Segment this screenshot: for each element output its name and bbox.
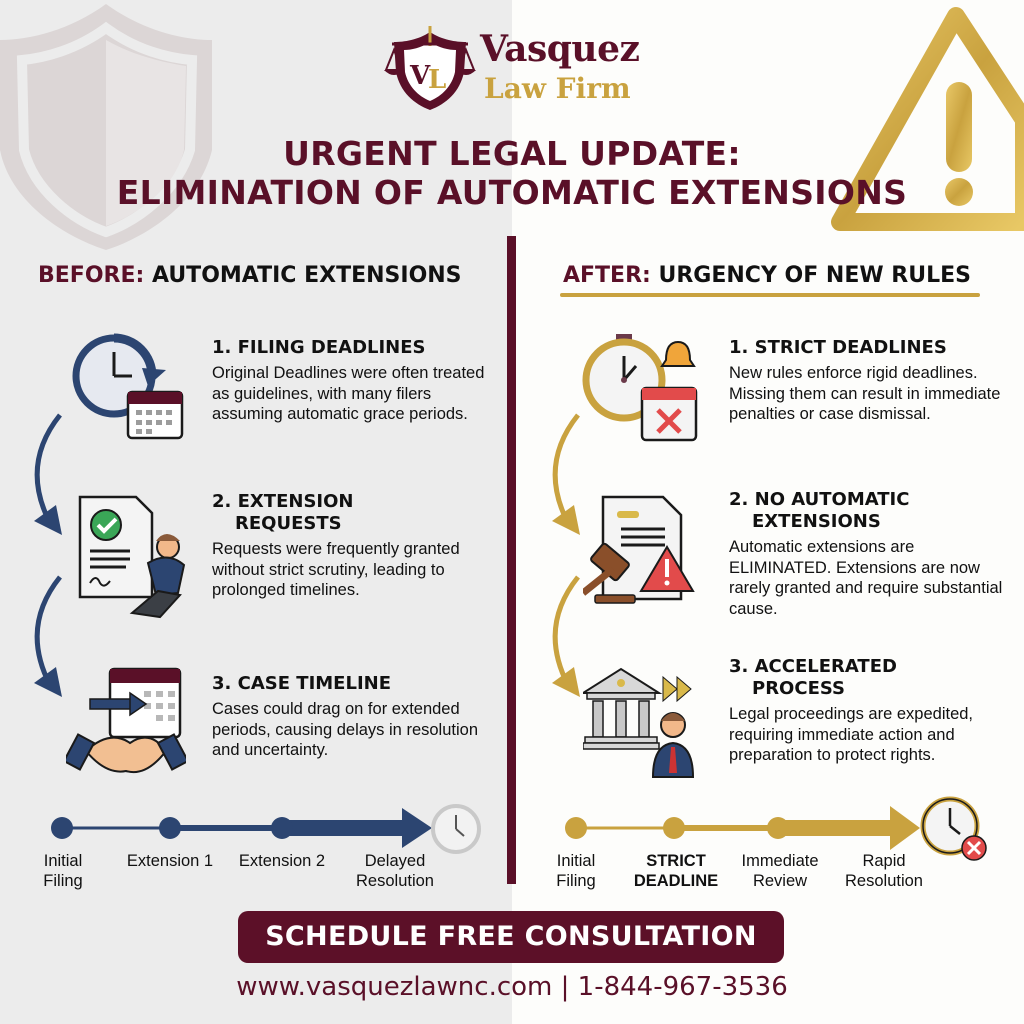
before-item-2-title-line2: REQUESTS: [235, 513, 342, 534]
before-heading: AUTOMATIC EXTENSIONS: [151, 263, 462, 288]
warning-triangle-icon: [831, 7, 1024, 231]
after-prefix: AFTER:: [563, 263, 651, 288]
after-timeline-step-2-line1: STRICT: [646, 852, 706, 870]
after-timeline-graphic: [565, 796, 987, 861]
shield-watermark-icon: [0, 4, 212, 250]
before-item-2: 2. EXTENSION REQUESTS Requests were freq…: [212, 491, 492, 601]
before-section-heading: BEFORE: AUTOMATIC EXTENSIONS: [38, 263, 462, 288]
after-heading-underline: [560, 293, 980, 297]
center-divider: [507, 236, 516, 884]
after-item-1-title: 1. STRICT DEADLINES: [729, 337, 947, 358]
brand-subname: Law Firm: [484, 72, 631, 105]
courthouse-fast-forward-stressed-person-icon: [583, 667, 695, 778]
approved-document-relaxed-person-icon: [78, 495, 186, 619]
after-item-2-title: 2. NO AUTOMATIC EXTENSIONS: [729, 489, 1009, 533]
before-item-3: 3. CASE TIMELINE Cases could drag on for…: [212, 673, 492, 761]
before-timeline-step-2: Extension 1: [116, 851, 224, 871]
after-timeline-step-4: Rapid Resolution: [836, 851, 932, 891]
after-item-2: 2. NO AUTOMATIC EXTENSIONS Automatic ext…: [729, 489, 1009, 619]
scales-shield-logo-icon: V L: [384, 26, 476, 110]
after-timeline-step-4-line1: Rapid: [862, 852, 906, 870]
after-item-2-title-line2: EXTENSIONS: [752, 511, 881, 532]
after-flow-arrows: [552, 413, 580, 697]
before-item-2-body: Requests were frequently granted without…: [212, 540, 460, 599]
before-timeline-step-3-line1: Extension 2: [238, 852, 326, 870]
before-flow-arrows: [34, 413, 62, 697]
brand-logo: V L Vasquez Law Firm: [384, 22, 654, 112]
before-timeline-step-1-line2: Filing: [43, 872, 83, 890]
after-item-3-title-line1: 3. ACCELERATED: [729, 656, 897, 677]
contact-info: www.vasquezlawnc.com | 1-844-967-3536: [236, 972, 788, 1002]
after-item-1: 1. STRICT DEADLINES New rules enforce ri…: [729, 337, 1009, 425]
after-item-1-body: New rules enforce rigid deadlines. Missi…: [729, 364, 1001, 423]
logo-initials-l: L: [428, 65, 446, 95]
before-item-1: 1. FILING DEADLINES Original Deadlines w…: [212, 337, 492, 425]
before-timeline-step-2-line1: Extension 1: [126, 852, 214, 870]
before-item-3-title: 3. CASE TIMELINE: [212, 673, 392, 694]
after-item-3-body: Legal proceedings are expedited, requiri…: [729, 705, 974, 764]
logo-initials-v: V: [409, 61, 431, 91]
after-timeline-step-4-line2: Resolution: [845, 872, 923, 890]
after-timeline-step-3: Immediate Review: [730, 851, 830, 891]
before-item-3-body: Cases could drag on for extended periods…: [212, 700, 478, 759]
before-prefix: BEFORE:: [38, 263, 145, 288]
right-panel-background: [512, 0, 1024, 1024]
clock-calendar-icon: [72, 333, 184, 440]
before-item-2-title-line1: 2. EXTENSION: [212, 491, 354, 512]
clock-overdue-icon: [920, 796, 987, 861]
before-timeline-step-4-line2: Resolution: [356, 872, 434, 890]
schedule-consultation-button[interactable]: SCHEDULE FREE CONSULTATION: [238, 911, 784, 963]
page-title-line1: URGENT LEGAL UPDATE:: [283, 134, 741, 173]
gray-clock-icon: [431, 804, 481, 854]
before-timeline-step-1: Initial Filing: [30, 851, 96, 891]
gavel-document-warning-icon: [583, 495, 695, 604]
after-timeline-step-1-line1: Initial: [556, 852, 596, 870]
before-timeline-graphic: [51, 804, 481, 854]
before-item-1-title: 1. FILING DEADLINES: [212, 337, 426, 358]
after-timeline-step-2: STRICT DEADLINE: [626, 851, 726, 891]
after-item-2-body: Automatic extensions are ELIMINATED. Ext…: [729, 538, 1003, 618]
before-item-1-body: Original Deadlines were often treated as…: [212, 364, 485, 423]
after-timeline-step-3-line2: Review: [752, 872, 808, 890]
brand-name: Vasquez: [480, 28, 640, 70]
after-item-2-title-line1: 2. NO AUTOMATIC: [729, 489, 910, 510]
stopwatch-alarm-calendar-x-icon: [582, 334, 698, 442]
after-section-heading: AFTER: URGENCY OF NEW RULES: [563, 263, 971, 288]
after-timeline-step-1: Initial Filing: [544, 851, 608, 891]
page-title-line2: ELIMINATION OF AUTOMATIC EXTENSIONS: [116, 173, 908, 212]
before-timeline-step-1-line1: Initial: [43, 852, 83, 870]
after-timeline-step-2-line2: DEADLINE: [633, 872, 719, 890]
after-heading: URGENCY OF NEW RULES: [658, 263, 972, 288]
after-timeline-step-3-line1: Immediate: [741, 852, 819, 870]
before-timeline-step-4-line1: Delayed: [364, 852, 426, 870]
before-timeline-step-3: Extension 2: [228, 851, 336, 871]
before-timeline-step-4: Delayed Resolution: [350, 851, 440, 891]
after-item-3-title: 3. ACCELERATED PROCESS: [729, 656, 1009, 700]
before-item-2-title: 2. EXTENSION REQUESTS: [212, 491, 492, 535]
after-item-3-title-line2: PROCESS: [752, 678, 845, 699]
after-timeline-step-1-line2: Filing: [556, 872, 596, 890]
after-item-3: 3. ACCELERATED PROCESS Legal proceedings…: [729, 656, 1009, 766]
handshake-calendar-icon: [66, 667, 186, 773]
